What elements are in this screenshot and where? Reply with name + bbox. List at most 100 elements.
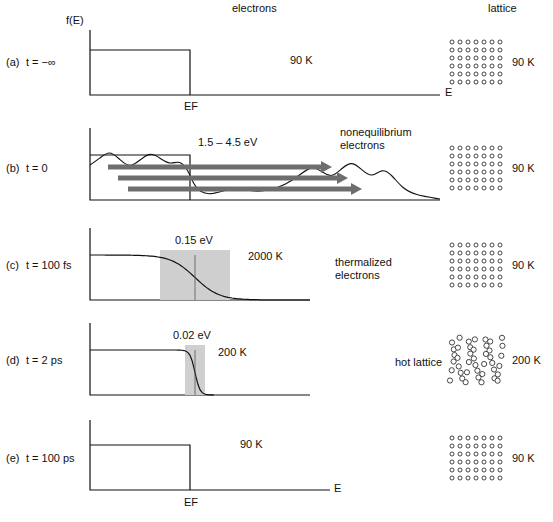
excitation-arrow <box>108 161 332 173</box>
atom <box>474 452 478 456</box>
atom <box>482 162 486 166</box>
atom <box>490 72 494 76</box>
atom <box>458 370 463 375</box>
atom <box>498 275 502 279</box>
atom <box>447 378 452 383</box>
atom <box>490 476 494 480</box>
atom <box>450 476 454 480</box>
atom <box>464 370 469 375</box>
atom <box>498 64 502 68</box>
axis-line <box>90 228 310 300</box>
arrow-shaft <box>128 187 352 192</box>
atom <box>450 436 454 440</box>
atom <box>458 243 462 247</box>
atom <box>482 283 486 287</box>
atom <box>488 339 493 344</box>
atom <box>482 267 486 271</box>
atom <box>458 476 462 480</box>
axis-label: f(E) <box>66 14 84 27</box>
axis-label: E <box>445 86 452 99</box>
atom <box>474 460 478 464</box>
atom <box>482 48 486 52</box>
atom <box>466 162 470 166</box>
atom <box>450 64 454 68</box>
atom <box>472 337 477 342</box>
atom <box>455 345 460 350</box>
atom <box>476 375 481 380</box>
atom <box>498 162 502 166</box>
arrow-shaft <box>108 165 322 170</box>
atom <box>498 476 502 480</box>
lattice-atoms <box>450 146 502 190</box>
atom <box>458 154 462 158</box>
energy-label: 0.15 eV <box>175 234 213 247</box>
atom <box>482 178 486 182</box>
atom <box>482 80 486 84</box>
atom <box>474 146 478 150</box>
panel-letter: (c) <box>6 259 19 272</box>
atom <box>498 48 502 52</box>
atom <box>450 186 454 190</box>
note-label: hot lattice <box>395 356 445 369</box>
atom <box>466 186 470 190</box>
fermi-marker <box>195 255 196 300</box>
atom <box>450 468 454 472</box>
atom <box>490 468 494 472</box>
panel-letter: (b) <box>6 162 19 175</box>
atom <box>500 343 505 348</box>
temperature-label: 90 K <box>512 162 535 175</box>
atom <box>490 186 494 190</box>
atom <box>482 186 486 190</box>
time-label: t = 100 fs <box>26 259 72 272</box>
atom <box>458 436 462 440</box>
atom <box>474 243 478 247</box>
atom <box>490 275 494 279</box>
atom <box>490 170 494 174</box>
temperature-label: 90 K <box>512 452 535 465</box>
atom <box>466 64 470 68</box>
axis-line <box>260 299 310 300</box>
atom <box>498 243 502 247</box>
temperature-label: 90 K <box>240 438 263 451</box>
fermi-curve <box>90 255 260 300</box>
atom <box>490 444 494 448</box>
atom <box>475 368 480 373</box>
arrow-head <box>351 183 362 195</box>
atom <box>458 251 462 255</box>
atom <box>498 468 502 472</box>
fermi-label: EF <box>184 100 198 113</box>
atom <box>458 186 462 190</box>
atom <box>498 154 502 158</box>
atom <box>466 154 470 158</box>
atom <box>458 170 462 174</box>
atom <box>466 259 470 263</box>
atom <box>482 56 486 60</box>
axis-line <box>90 128 440 200</box>
axis-line <box>90 30 440 95</box>
time-label: t = 2 ps <box>26 354 62 367</box>
atom <box>490 436 494 440</box>
atom <box>488 355 493 360</box>
atom <box>482 476 486 480</box>
panel-letter: (d) <box>6 354 19 367</box>
temperature-label: 2000 K <box>248 250 283 263</box>
atom <box>458 56 462 60</box>
energy-label: 1.5 – 4.5 eV <box>198 136 257 149</box>
atom <box>457 335 462 340</box>
atom <box>490 146 494 150</box>
atom <box>466 468 470 472</box>
atom <box>466 48 470 52</box>
atom <box>449 368 454 373</box>
atom <box>490 64 494 68</box>
atom <box>474 468 478 472</box>
atom <box>466 444 470 448</box>
atom <box>450 444 454 448</box>
atom <box>466 178 470 182</box>
atom <box>498 444 502 448</box>
atom <box>474 80 478 84</box>
atom <box>466 170 470 174</box>
atom <box>458 178 462 182</box>
atom <box>474 56 478 60</box>
fermi-marker <box>195 350 196 395</box>
atom <box>490 178 494 182</box>
